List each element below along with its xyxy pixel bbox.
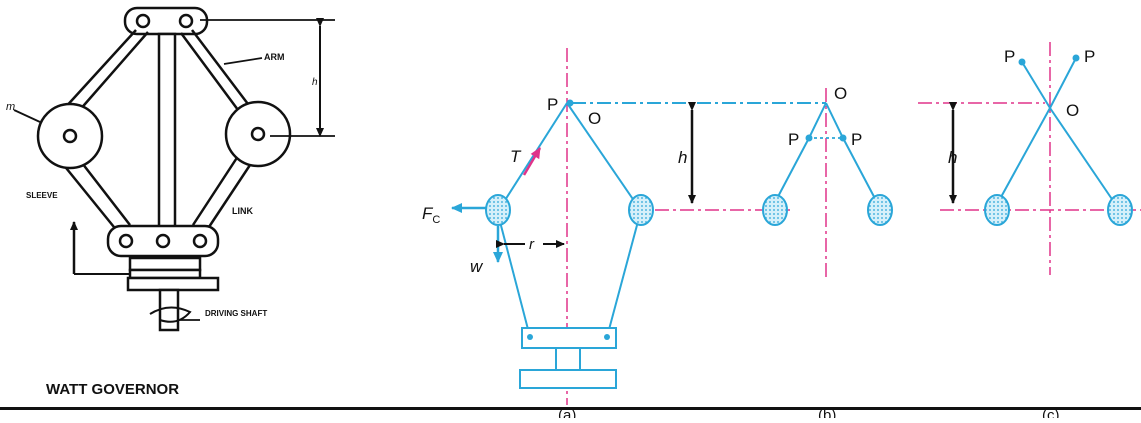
fig-c-label-O: O [1066, 101, 1079, 120]
watt-governor-drawing [13, 6, 335, 332]
fig-a-ball-right [628, 194, 654, 226]
t-arrow [522, 147, 542, 176]
fig-c-label-P-right: P [1084, 47, 1095, 66]
driving-shaft [158, 288, 180, 332]
label-arm: ARM [264, 52, 285, 62]
fig-a-sleeve [521, 327, 617, 349]
fig-a-label-P: P [547, 95, 558, 114]
spindle [157, 32, 177, 232]
watt-governor-title: WATT GOVERNOR [46, 381, 179, 398]
fig-a-label-O: O [588, 109, 601, 128]
fig-c-point-left [1018, 58, 1026, 66]
fig-c-ball-left [984, 194, 1010, 226]
fig-c-label-P-left: P [1004, 47, 1015, 66]
link-right-lower [191, 149, 258, 234]
arm-left-upper [62, 29, 149, 113]
rotation-arrow [149, 306, 192, 323]
fig-b-label-O: O [834, 84, 847, 103]
watt-governor-labels: ARM h m SLEEVE LINK DRIVING SHAFT WATT G… [6, 52, 318, 398]
fig-b-point-right [839, 134, 847, 142]
fig-b-label-P-right: P [851, 130, 862, 149]
label-sleeve: SLEEVE [26, 191, 58, 200]
label-driving-shaft: DRIVING SHAFT [205, 309, 267, 318]
fig-a-label-w: w [470, 257, 484, 276]
figure-b: O P P (b) [762, 84, 893, 423]
fig-a-ball-left [485, 194, 511, 226]
fig-a-pivot [566, 99, 574, 107]
fig-b-point-left [805, 134, 813, 142]
fig-c-point-right [1072, 54, 1080, 62]
fig-a-base [519, 369, 617, 389]
label-h-left: h [312, 77, 318, 88]
fig-a-label-r: r [529, 236, 535, 253]
fig-c-label-h: h [948, 148, 957, 167]
base-plate [126, 276, 220, 292]
arm-right-upper [179, 29, 255, 115]
bottom-rule [0, 407, 1141, 410]
label-m: m [6, 101, 15, 113]
fig-c-ball-right [1107, 194, 1133, 226]
fig-a-label-T: T [510, 147, 522, 166]
fig-b-ball-right [867, 194, 893, 226]
fig-b-ball-left [762, 194, 788, 226]
figure-a: P O T FC w r h (a) [422, 48, 826, 423]
figure-c: P P O h (c) [918, 42, 1141, 423]
fig-a-label-Fc: FC [422, 204, 440, 226]
fig-a-label-h: h [678, 148, 687, 167]
fig-b-label-P-left: P [788, 130, 799, 149]
label-link: LINK [232, 206, 253, 216]
